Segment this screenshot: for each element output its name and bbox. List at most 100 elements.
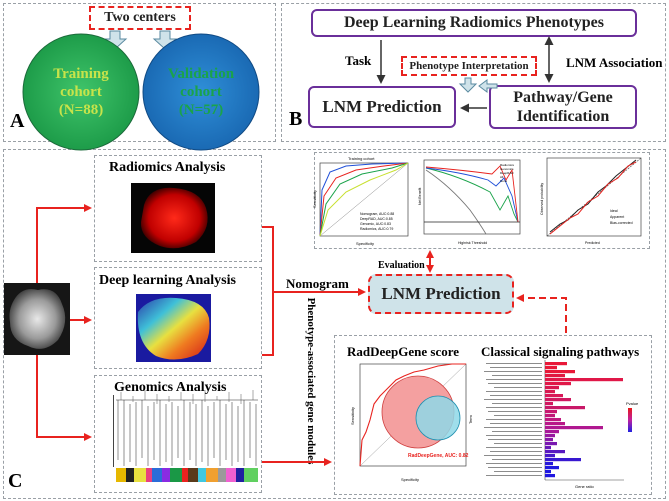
validation-line1: Validation [167, 66, 235, 82]
bar-ylabel: Term [468, 414, 473, 424]
calibration-plot [546, 157, 642, 237]
dca-legend-2: DeepRAD [500, 171, 514, 175]
interpretation-hollow-arrows [458, 77, 498, 93]
deep-learning-panel [94, 267, 262, 369]
dca-curve-all [425, 169, 487, 235]
radiomics-tumor [140, 187, 208, 249]
cal-legend-2: Bias-corrected [610, 221, 633, 225]
dca-xlabel: Highrisk Threshold [458, 241, 487, 245]
panel-c [3, 149, 666, 499]
genomics-dendrogram [116, 390, 258, 466]
classical-title: Classical signaling pathways [481, 344, 640, 359]
roc-curve-radiomics [319, 162, 409, 237]
roc-legend-1: DeepRAD, AUC:0.85 [360, 217, 393, 221]
raddeepgene-title: RadDeepGene score [347, 344, 460, 359]
roc-ylabel: Sensitivity [312, 190, 317, 208]
panel-c-red-arrows [36, 204, 567, 466]
calibration-apparent [549, 159, 637, 233]
validation-cohort-circle [142, 33, 260, 151]
interp-arrow-1 [458, 77, 478, 93]
dca-legend-1: Genomics [500, 167, 514, 171]
deep-to-nomogram [262, 290, 274, 356]
interp-arrow-2 [478, 79, 498, 93]
panel-b-lnm-label: LNM Prediction [322, 97, 442, 116]
task-label: Task [345, 53, 372, 68]
rdg-xlabel: Specificity [401, 477, 419, 482]
dca-curve-radiomics [425, 167, 519, 223]
dca-curve-deeprad [425, 165, 519, 223]
rdg-ylabel: Sensitivity [350, 407, 355, 425]
validation-cohort-label: Validation cohort (N=57) [151, 62, 251, 122]
evaluation-label: Evaluation [378, 260, 425, 271]
dca-legend-0: Radiomics [500, 163, 515, 167]
genomics-axis [113, 395, 114, 467]
cal-ylabel: Observed probability [540, 183, 544, 215]
pathway-box: Pathway/Gene Identification [489, 85, 637, 129]
raddeepgene-auc: RadDeepGene, AUC: 0.82 [408, 453, 469, 459]
two-centers-label: Two centers [104, 10, 176, 25]
radiomics-to-nomogram [262, 226, 274, 290]
raddeepgene-plot [359, 363, 467, 467]
arrow-to-training [102, 30, 128, 50]
lnm-association-label: LNM Association [566, 55, 663, 70]
deep-learning-title: Deep learning Analysis [99, 273, 236, 288]
panel-a-letter: A [10, 110, 25, 132]
panel-b-arrows [376, 36, 554, 113]
panel-b-letter: B [289, 108, 303, 130]
ct-tumor-shape [9, 289, 66, 349]
ct-to-genomics-line [36, 355, 92, 441]
calibration-bias [549, 161, 637, 235]
cal-legend-1: Apparent [610, 215, 624, 219]
radiomics-title: Radiomics Analysis [109, 160, 226, 175]
genomics-panel [94, 375, 262, 493]
training-cohort-label: Training cohort (N=88) [31, 62, 131, 122]
roc-xlabel: Specificity [356, 241, 374, 246]
radiomics-panel [94, 155, 262, 262]
training-line3: (N=88) [58, 102, 104, 118]
dca-ylabel: Net Benefit [418, 188, 422, 205]
panel-b-lnm-box: LNM Prediction [308, 86, 456, 128]
roc-curve-deeprad [319, 162, 409, 237]
cal-xlabel: Predicted [585, 241, 600, 245]
module-color-bar [116, 468, 258, 482]
venn-circle-cyan [415, 395, 461, 441]
interpretation-box: Phenotype Interpretation [401, 56, 537, 76]
roc-legend-0: Nomogram, AUC:0.88 [360, 212, 394, 216]
dca-curve-genomics [425, 167, 519, 223]
panel-a [3, 3, 276, 142]
pathway-bar-chart [544, 360, 624, 481]
pathways-to-lnm-arrow [516, 294, 567, 333]
panel-c-letter: C [8, 470, 23, 492]
two-centers-box: Two centers [89, 6, 191, 30]
training-cohort-circle [22, 33, 140, 151]
cal-legend-0: Ideal [610, 209, 618, 213]
ct-branch-line [36, 204, 92, 283]
roc-legend-2: Genomic, AUC:0.83 [360, 222, 391, 226]
roc-plot [319, 162, 409, 237]
roc-curve-genomic [319, 162, 409, 237]
dca-legend-4: None [500, 179, 508, 183]
phenotypes-box: Deep Learning Radiomics Phenotypes [311, 9, 637, 37]
training-line2: cohort [60, 84, 102, 100]
evaluation-plots-panel [314, 152, 650, 249]
panel-b [281, 3, 666, 142]
interpretation-label: Phenotype Interpretation [409, 60, 529, 72]
roc-curve-nomogram [319, 162, 409, 237]
raddeepgene-roc-curve [359, 363, 466, 467]
pathway-term-labels [484, 363, 542, 476]
pathway-line1: Pathway/Gene [513, 89, 613, 106]
panel-c-lnm-box: LNM Prediction [368, 274, 514, 314]
pvalue-color-legend [628, 408, 632, 432]
nomogram-label: Nomogram [286, 276, 349, 291]
roc-legend-3: Radiomics, AUC:0.79 [360, 227, 393, 231]
pvalue-legend-title: Pvalue [626, 401, 639, 406]
deep-learning-heatmap [137, 297, 210, 360]
dca-plot [423, 159, 521, 235]
validation-line3: (N=57) [178, 102, 224, 118]
genomics-title: Genomics Analysis [114, 380, 227, 395]
bar-xlabel: Gene ratio [575, 484, 594, 489]
pathway-line2: Identification [516, 108, 610, 125]
roc-title: Training cohort [348, 156, 375, 161]
training-line1: Training [53, 66, 109, 82]
